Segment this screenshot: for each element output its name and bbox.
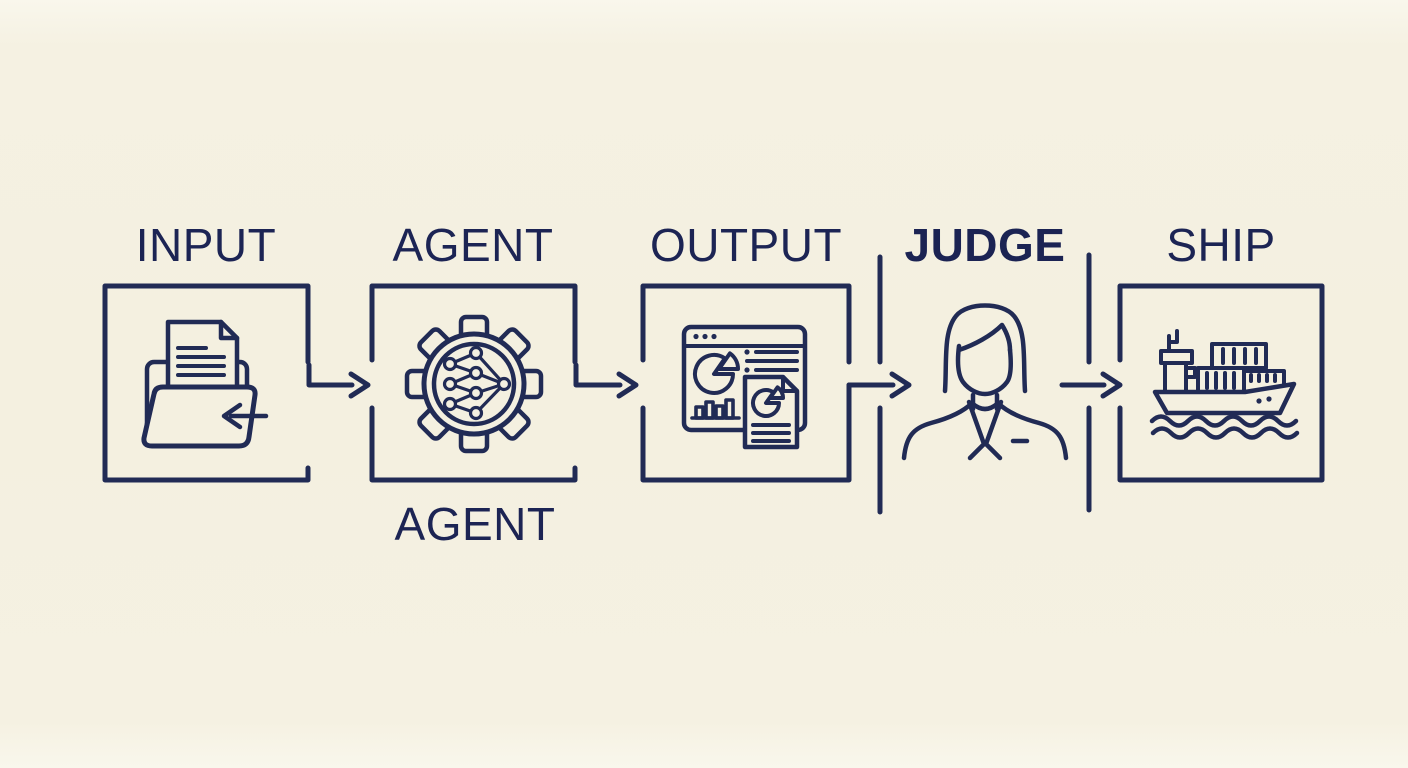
hull-dots xyxy=(1256,396,1272,404)
report-document-icon xyxy=(742,374,800,450)
fringe xyxy=(956,322,1013,353)
waves xyxy=(1149,414,1300,440)
mast xyxy=(1167,329,1179,353)
flow-arrow-output-judge xyxy=(846,371,912,399)
flow-arrow-judge-ship xyxy=(1059,371,1123,399)
bridge-tab xyxy=(1184,366,1197,379)
stage-label-judge: JUDGE xyxy=(904,219,1066,271)
stage-box-input xyxy=(102,283,311,483)
stage-sublabel-agent: AGENT xyxy=(394,498,556,550)
stage-label-ship: SHIP xyxy=(1166,219,1276,271)
pie-chart-icon xyxy=(693,351,741,395)
bar-chart-icon xyxy=(690,398,741,420)
flow-arrow-input-agent xyxy=(306,362,371,399)
stage-box-ship xyxy=(1117,283,1325,483)
shoulder-left xyxy=(901,400,975,461)
stage-label-input: INPUT xyxy=(135,219,277,271)
hair xyxy=(942,303,1028,394)
shoulder-right xyxy=(995,400,1069,461)
bridge-top xyxy=(1159,349,1194,365)
browser-report-icon xyxy=(681,324,808,450)
cargo-ship-icon xyxy=(1149,329,1300,440)
hull xyxy=(1152,381,1297,416)
stage-label-agent: AGENT xyxy=(392,219,554,271)
text-lines-icon xyxy=(744,349,799,373)
judge-person-icon xyxy=(901,303,1069,461)
face xyxy=(955,343,1014,397)
collar xyxy=(970,401,1000,412)
stage-box-agent xyxy=(369,283,578,483)
stage-box-output xyxy=(640,283,852,483)
import-arrow-icon xyxy=(221,402,269,430)
gear-neural-icon xyxy=(404,314,544,454)
flow-arrow-agent-output xyxy=(573,362,639,399)
lapel-right xyxy=(983,399,1004,461)
bridge-body xyxy=(1163,361,1188,394)
neural-network-icon xyxy=(442,345,512,421)
window-dots-icon xyxy=(693,333,717,340)
judge-frame-lines xyxy=(877,252,1092,515)
stage-label-output: OUTPUT xyxy=(649,219,843,271)
folder-import-icon xyxy=(141,319,269,449)
